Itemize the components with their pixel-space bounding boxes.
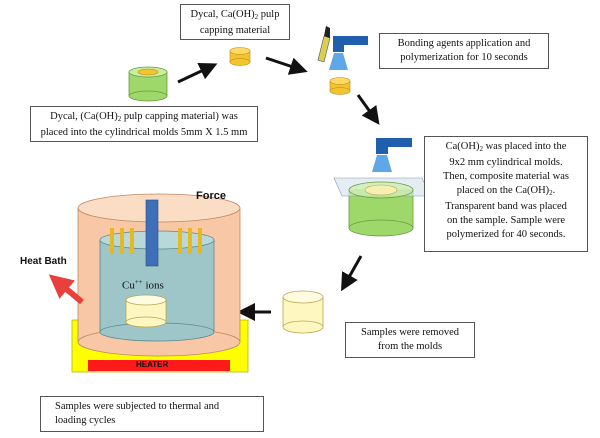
force-rod (145, 199, 159, 267)
heat-bath-label: Heat Bath (20, 256, 67, 267)
force-label: Force (196, 190, 226, 202)
flow-arrows (177, 56, 380, 321)
arrow-2 (265, 56, 308, 75)
ions-label: Cu++ ions (122, 278, 164, 292)
bonded-disc (329, 77, 351, 95)
arrow-3 (356, 94, 380, 125)
samples-removed-label: Samples were removed from the molds (345, 322, 475, 358)
caoh-placement-label: Ca(OH)2 was placed into the 9x2 mm cylin… (424, 136, 588, 252)
capping-material-label: Dycal, Ca(OH)2 pulp capping material (180, 4, 290, 40)
light-cure-unit-1 (329, 36, 368, 70)
light-cure-unit-2 (372, 138, 412, 172)
arrow-1 (177, 62, 218, 84)
arrow-4 (341, 255, 363, 292)
bonding-agents-label: Bonding agents application and polymeriz… (379, 33, 549, 69)
removed-sample (282, 290, 324, 334)
capping-disc (229, 47, 251, 66)
heater-label: HEATER (136, 360, 169, 369)
heat-bath-arrow (48, 274, 84, 305)
thermal-loading-apparatus (48, 193, 249, 373)
green-mold-with-sample (128, 66, 168, 102)
mold-with-transparent-band (333, 177, 431, 237)
placed-into-molds-label: Dycal, (Ca(OH)2 pulp capping material) w… (30, 106, 258, 142)
heater-bar (88, 360, 230, 371)
applicator-brush (317, 26, 331, 63)
thermal-loading-cycles-label: Samples were subjected to thermal and lo… (40, 396, 264, 432)
